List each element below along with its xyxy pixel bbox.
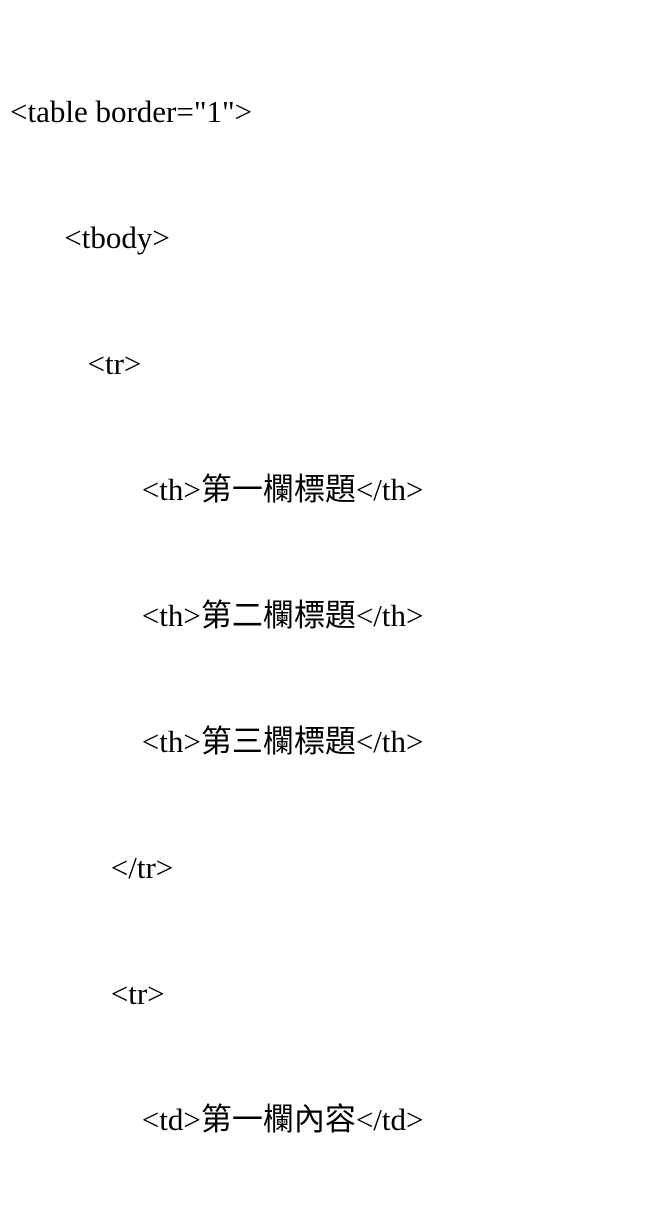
- code-line: </tr>: [10, 850, 174, 885]
- code-line: <table border="1">: [10, 94, 253, 129]
- code-line: <td>第一欄內容</td>: [10, 1102, 424, 1137]
- code-line: <tr>: [10, 346, 142, 381]
- code-line: <th>第三欄標題</th>: [10, 724, 424, 759]
- code-line: <tr>: [10, 976, 165, 1011]
- code-line: <th>第一欄標題</th>: [10, 472, 424, 507]
- code-line: <th>第二欄標題</th>: [10, 598, 424, 633]
- code-line: <tbody>: [10, 220, 170, 255]
